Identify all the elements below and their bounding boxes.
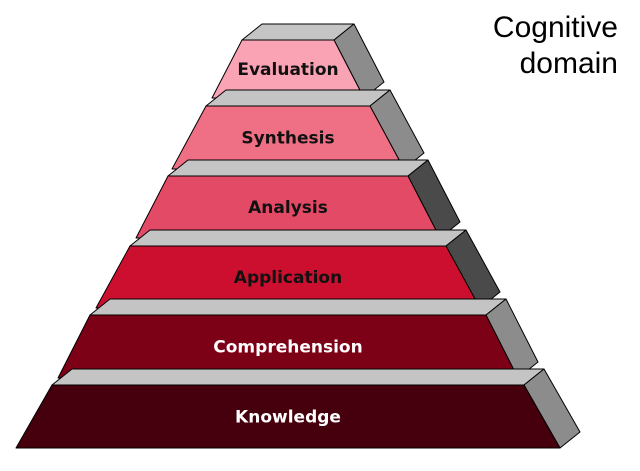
tier-top-knowledge xyxy=(51,368,545,386)
tier-top-application xyxy=(129,229,467,247)
tier-top-synthesis xyxy=(205,89,391,107)
title-line-1: Cognitive xyxy=(492,11,618,44)
tier-label-knowledge: Knowledge xyxy=(235,408,341,428)
tier-front-knowledge xyxy=(15,384,561,449)
tier-label-application: Application xyxy=(234,268,342,288)
tier-label-analysis: Analysis xyxy=(248,198,328,218)
tier-top-analysis xyxy=(167,159,429,177)
title-line-2: domain xyxy=(519,47,618,80)
tier-top-comprehension xyxy=(89,298,507,316)
tier-label-comprehension: Comprehension xyxy=(213,338,362,358)
diagram-title: Cognitive domain xyxy=(493,10,618,82)
tier-label-synthesis: Synthesis xyxy=(241,129,334,149)
tier-label-evaluation: Evaluation xyxy=(237,60,338,80)
